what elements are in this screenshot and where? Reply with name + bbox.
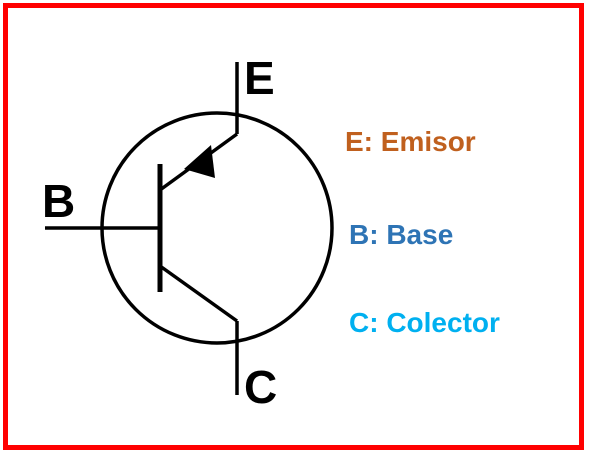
emitter-arrow-icon	[184, 145, 215, 178]
base-legend: B: Base	[349, 219, 454, 250]
emitter-pin-label: E	[244, 52, 275, 104]
diagram-frame	[3, 3, 584, 450]
collector-pin-label: C	[244, 361, 278, 413]
collector-diagonal	[158, 264, 239, 323]
collector-legend: C: Colector	[349, 307, 500, 338]
emitter-legend: E: Emisor	[345, 126, 476, 157]
base-pin-label: B	[42, 175, 76, 227]
